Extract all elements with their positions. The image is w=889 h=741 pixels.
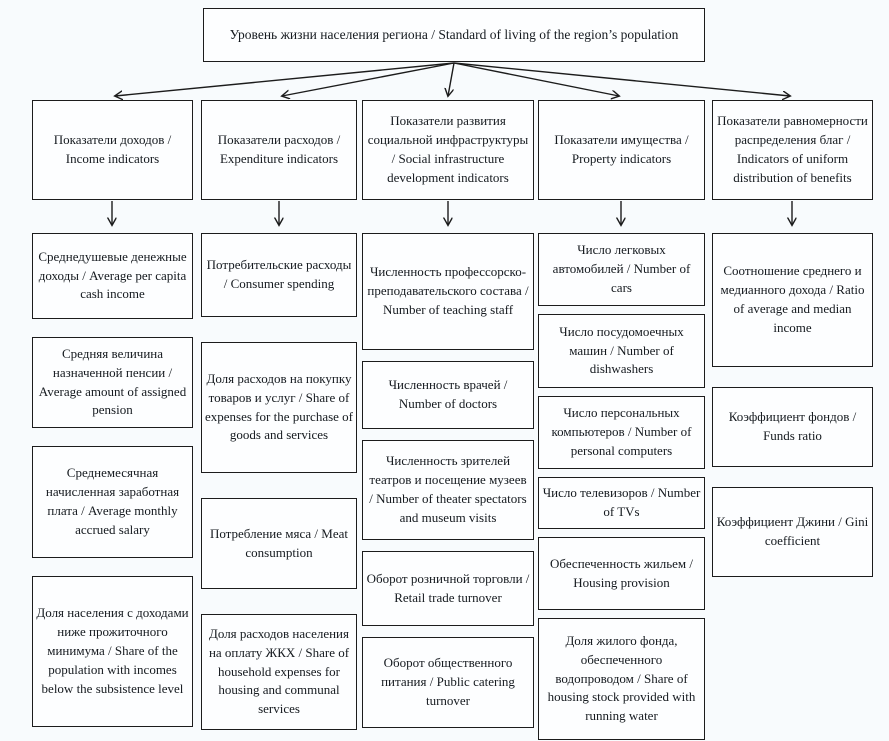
category-node-social-infrastructure: Показатели развития социальной инфрастру… [362, 100, 534, 200]
indicator-node: Среднедушевые денежные доходы / Average … [32, 233, 193, 319]
indicator-node: Доля расходов на покупку товаров и услуг… [201, 342, 357, 473]
indicator-node: Коэффициент фондов / Funds ratio [712, 387, 873, 467]
indicator-node: Число посудомоечных машин / Number of di… [538, 314, 705, 388]
root-node-label: Уровень жизни населения региона / Standa… [229, 27, 679, 43]
indicator-label: Численность врачей / Number of doctors [388, 377, 508, 411]
column-expenditure-indicators: Показатели расходов / Expenditure indica… [201, 100, 357, 730]
indicator-node: Оборот общественного питания / Public ca… [362, 637, 534, 728]
indicator-label: Число посудомоечных машин / Number of di… [559, 323, 684, 377]
category-label: Показатели расходов / Expenditure indica… [217, 132, 341, 166]
indicator-node: Число легковых автомобилей / Number of c… [538, 233, 705, 306]
indicator-label: Среднемесячная начисленная заработная пл… [45, 465, 180, 537]
column-social-infrastructure-indicators: Показатели развития социальной инфрастру… [362, 100, 534, 728]
root-node: Уровень жизни населения региона / Standa… [203, 8, 705, 62]
indicator-node: Среднемесячная начисленная заработная пл… [32, 446, 193, 558]
indicator-node: Потребительские расходы / Consumer spend… [201, 233, 357, 317]
indicator-node: Потребление мяса / Meat consumption [201, 498, 357, 589]
indicator-label: Численность зрителей театров и посещение… [369, 453, 527, 525]
indicator-node: Доля населения с доходами ниже прожиточн… [32, 576, 193, 727]
indicator-label: Число легковых автомобилей / Number of c… [552, 242, 691, 295]
indicator-label: Число персональных компьютеров / Number … [551, 405, 692, 458]
indicator-node: Доля жилого фонда, обеспеченного водопро… [538, 618, 705, 740]
arrow-root-to-distribution [453, 62, 790, 96]
indicator-label: Доля жилого фонда, обеспеченного водопро… [547, 632, 696, 724]
indicator-node: Коэффициент Джини / Gini coefficient [712, 487, 873, 577]
indicator-node: Соотношение среднего и медианного дохода… [712, 233, 873, 367]
indicator-node: Средняя величина назначенной пенсии / Av… [32, 337, 193, 428]
indicator-node: Доля расходов населения на оплату ЖКХ / … [201, 614, 357, 730]
indicator-label: Обеспеченность жильем / Housing provisio… [550, 555, 693, 590]
indicator-label: Соотношение среднего и медианного дохода… [720, 263, 865, 335]
indicator-label: Средняя величина назначенной пенсии / Av… [38, 345, 187, 418]
column-income-indicators: Показатели доходов / Income indicators С… [32, 100, 193, 727]
category-node-property: Показатели имущества / Property indicato… [538, 100, 705, 200]
indicator-node: Число телевизоров / Number of TVs [538, 477, 705, 529]
column-distribution-indicators: Показатели равномерности распределения б… [712, 100, 873, 577]
category-node-expenditure: Показатели расходов / Expenditure indica… [201, 100, 357, 200]
column-property-indicators: Показатели имущества / Property indicato… [538, 100, 705, 740]
indicator-node: Численность врачей / Number of doctors [362, 361, 534, 429]
indicator-label: Численность профессорско-преподавательск… [367, 264, 529, 317]
indicator-node: Число персональных компьютеров / Number … [538, 396, 705, 469]
arrow-root-to-income [115, 62, 455, 96]
indicator-label: Число телевизоров / Number of TVs [542, 485, 701, 519]
arrow-root-to-property [453, 62, 619, 96]
indicator-label: Доля расходов на покупку товаров и услуг… [205, 370, 353, 443]
indicator-label: Коэффициент фондов / Funds ratio [728, 409, 857, 443]
indicator-label: Потребительские расходы / Consumer spend… [206, 257, 352, 291]
category-label: Показатели развития социальной инфрастру… [367, 113, 529, 185]
arrow-root-to-expenditure [282, 62, 455, 96]
indicator-node: Обеспеченность жильем / Housing provisio… [538, 537, 705, 610]
indicator-node: Численность профессорско-преподавательск… [362, 233, 534, 350]
arrow-root-to-social-infrastructure [448, 62, 455, 96]
indicator-label: Потребление мяса / Meat consumption [209, 525, 349, 560]
indicator-label: Оборот общественного питания / Public ca… [381, 655, 515, 708]
category-label: Показатели равномерности распределения б… [717, 113, 868, 185]
category-node-distribution: Показатели равномерности распределения б… [712, 100, 873, 200]
indicator-label: Коэффициент Джини / Gini coefficient [716, 514, 869, 548]
indicator-label: Доля населения с доходами ниже прожиточн… [36, 605, 189, 696]
category-label: Показатели доходов / Income indicators [53, 132, 172, 166]
indicator-label: Оборот розничной торговли / Retail trade… [366, 570, 530, 605]
indicator-label: Доля расходов населения на оплату ЖКХ / … [208, 625, 350, 717]
category-node-income: Показатели доходов / Income indicators [32, 100, 193, 200]
indicator-node: Численность зрителей театров и посещение… [362, 440, 534, 540]
indicator-label: Среднедушевые денежные доходы / Average … [38, 248, 187, 302]
indicator-node: Оборот розничной торговли / Retail trade… [362, 551, 534, 626]
category-label: Показатели имущества / Property indicato… [554, 132, 689, 166]
